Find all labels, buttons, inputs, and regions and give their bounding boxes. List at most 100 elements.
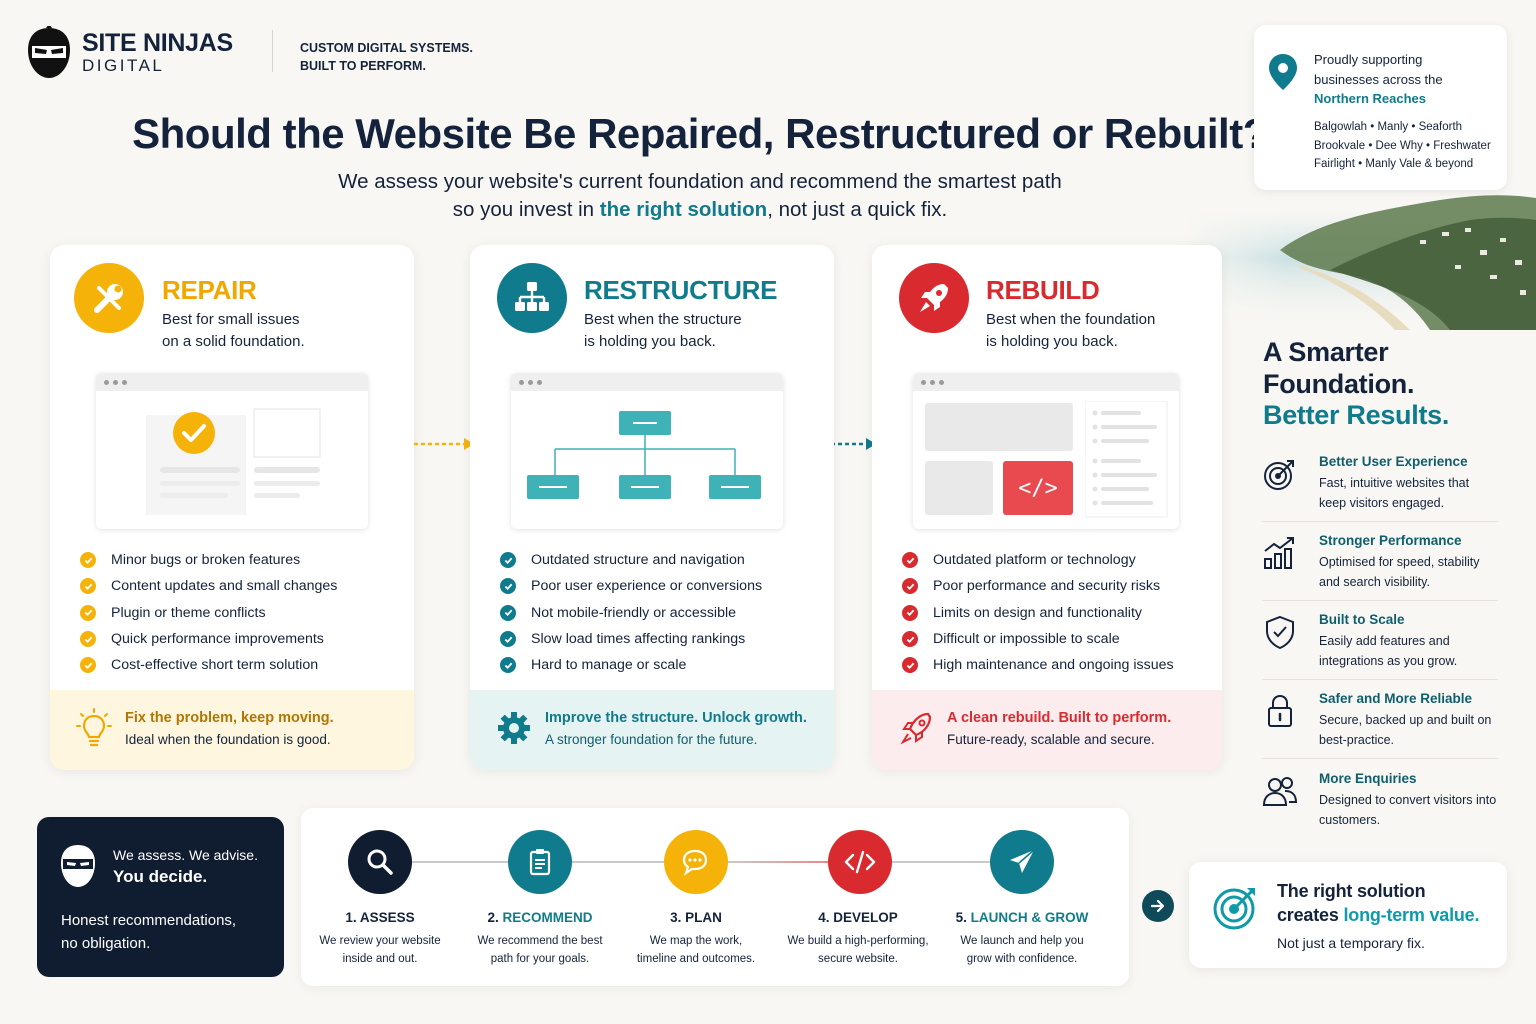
list-item-text: Difficult or impossible to scale (933, 631, 1120, 648)
brand-sub: DIGITAL (82, 56, 165, 75)
step-connector (892, 861, 990, 863)
step-title: 3. PLAN (616, 910, 776, 925)
step-title: 4. DEVELOP (778, 910, 938, 925)
list-item-text: Poor user experience or conversions (531, 578, 763, 595)
check-icon (902, 631, 918, 648)
step-title: 5. LAUNCH & GROW (942, 910, 1102, 925)
check-icon (500, 604, 516, 621)
restructure-desc: Best when the structure is holding you b… (584, 309, 742, 353)
step-develop-icon-badge (828, 830, 892, 894)
browser-bar (511, 373, 783, 391)
restructure-desc-1: Best when the structure (584, 311, 742, 328)
process-steps: 1. ASSESS We review your website inside … (301, 808, 1129, 986)
rebuild-page-illustration: </> (913, 391, 1179, 529)
list-item-text: Slow load times affecting rankings (531, 631, 746, 648)
check-icon (902, 657, 918, 674)
list-item-text: High maintenance and ongoing issues (933, 657, 1174, 674)
sidebar-lines-illustration (1085, 401, 1168, 518)
places-line-1: Balgowlah • Manly • Seaforth (1314, 121, 1463, 133)
magnifier-icon (367, 849, 393, 875)
service-area-card: Proudly supporting businesses across the… (1254, 25, 1507, 190)
benefit-title: Built to Scale (1319, 612, 1405, 627)
coastline-illustration (1180, 180, 1536, 330)
benefit-text: Optimised for speed, stability and searc… (1319, 555, 1480, 589)
assess-note-2: no obligation. (61, 935, 151, 952)
restructure-title: RESTRUCTURE (584, 275, 778, 305)
tagline-line-2: BUILT TO PERFORM. (300, 59, 426, 73)
step-text: We launch and help you grow with confide… (942, 932, 1102, 968)
list-item-text: Outdated platform or technology (933, 552, 1136, 569)
list-item: Not mobile-friendly or accessible (500, 600, 762, 626)
step-connector (572, 861, 664, 863)
target-arrow-icon (1213, 888, 1255, 930)
step-recommend-icon-badge (508, 830, 572, 894)
step-text-2: inside and out. (342, 953, 418, 965)
value-line-1: The right solution (1277, 881, 1426, 901)
step-label: DEVELOP (833, 910, 898, 925)
gear-icon (498, 712, 530, 744)
check-icon (80, 578, 96, 595)
repair-desc-1: Best for small issues (162, 311, 300, 328)
subtitle-text-a: so you invest in (452, 198, 600, 221)
step-text: We review your website inside and out. (300, 932, 460, 968)
divider (1262, 758, 1498, 759)
list-item: Slow load times affecting rankings (500, 626, 762, 652)
value-line-3: Not just a temporary fix. (1277, 935, 1425, 951)
next-arrow-button[interactable] (1142, 890, 1174, 922)
check-icon (500, 578, 516, 595)
repair-page-illustration (146, 408, 321, 515)
step-label: LAUNCH & GROW (970, 910, 1089, 925)
check-icon (80, 552, 96, 569)
list-item-text: Content updates and small changes (111, 578, 338, 595)
step-text-1: We launch and help you (960, 935, 1084, 947)
rocket-icon (920, 284, 948, 312)
benefit-title: Better User Experience (1319, 454, 1468, 469)
assess-line-2: You decide. (113, 867, 208, 886)
restructure-footer: Improve the structure. Unlock growth. A … (470, 690, 834, 770)
benefit-text: Secure, backed up and built on best-prac… (1319, 713, 1492, 747)
list-item-text: Minor bugs or broken features (111, 552, 301, 569)
list-item-text: Not mobile-friendly or accessible (531, 604, 737, 621)
list-item-text: Poor performance and security risks (933, 578, 1161, 595)
long-term-value-card: The right solution creates long-term val… (1189, 862, 1507, 968)
assess-note-1: Honest recommendations, (61, 912, 237, 929)
brand-logo[interactable]: SITE NINJAS DIGITAL (26, 26, 233, 80)
paper-plane-icon (1010, 849, 1035, 873)
ninja-icon (61, 845, 95, 887)
list-item: High maintenance and ongoing issues (902, 652, 1174, 678)
rebuild-foot-title: A clean rebuild. Built to perform. (947, 710, 1172, 726)
rebuild-desc-2: is holding you back. (986, 333, 1118, 350)
benefit-title: Stronger Performance (1319, 533, 1462, 548)
restructure-checklist: Outdated structure and navigation Poor u… (500, 547, 762, 678)
repair-icon-badge (74, 263, 144, 333)
step-text-2: grow with confidence. (966, 953, 1078, 965)
browser-bar (913, 373, 1179, 391)
restructure-foot-title: Improve the structure. Unlock growth. (545, 710, 807, 726)
ninja-logo-icon (28, 26, 70, 78)
places-line-3: Fairlight • Manly Vale & beyond (1314, 158, 1474, 170)
check-icon (500, 552, 516, 569)
step-label: PLAN (685, 910, 722, 925)
check-icon (902, 552, 918, 569)
step-label: ASSESS (359, 910, 415, 925)
repair-foot-text: Ideal when the foundation is good. (125, 732, 331, 747)
subtitle-line-1: We assess your website's current foundat… (338, 170, 1062, 193)
step-text-2: path for your goals. (490, 953, 590, 965)
smarter-line-2: Foundation. (1263, 368, 1415, 399)
restructure-foot-text: A stronger foundation for the future. (545, 732, 758, 747)
smarter-line-3: Better Results. (1263, 400, 1450, 430)
page-title-text: Should the Website Be Repaired, Restruct… (132, 110, 1268, 157)
subtitle-text-b: , not just a quick fix. (767, 198, 948, 221)
step-text-1: We build a high-performing, (787, 935, 929, 947)
support-message: Proudly supporting businesses across the… (1314, 50, 1443, 109)
step-text: We map the work, timeline and outcomes. (616, 932, 776, 968)
rebuild-desc: Best when the foundation is holding you … (986, 309, 1155, 353)
brand-name: SITE NINJAS (82, 29, 233, 57)
rocket-outline-icon (900, 712, 932, 745)
list-item: Content updates and small changes (80, 573, 337, 599)
check-icon (500, 631, 516, 648)
header-divider (272, 30, 273, 72)
restructure-browser-mockup (511, 373, 783, 529)
support-region: Northern Reaches (1314, 91, 1426, 106)
step-text-2: timeline and outcomes. (636, 953, 756, 965)
